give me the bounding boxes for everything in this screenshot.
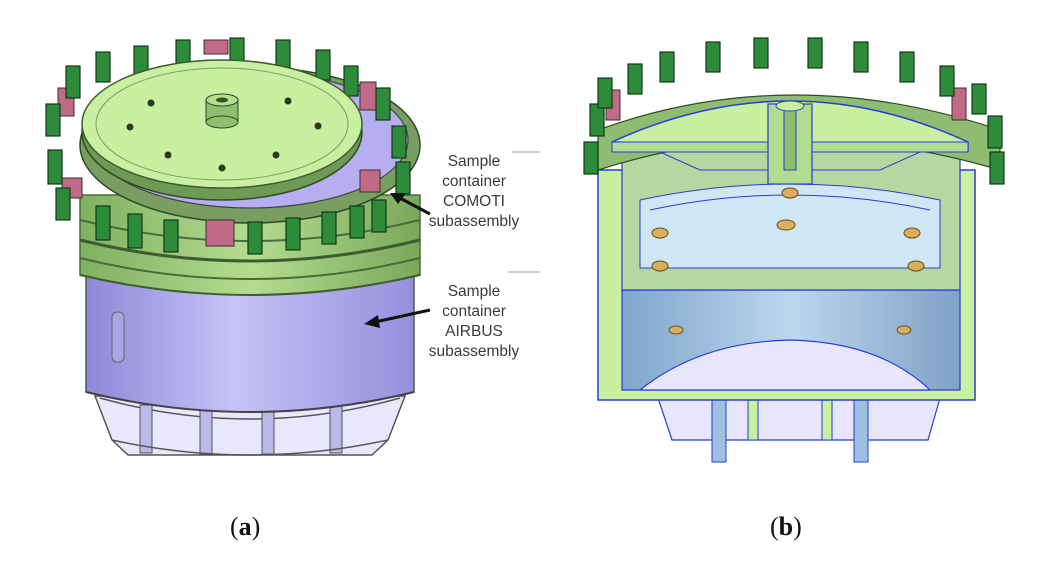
caption-a-letter: a: [238, 512, 252, 541]
callout-comoti-line4: subassembly: [428, 213, 520, 230]
caption-b-letter: b: [778, 512, 794, 541]
callout-airbus-line2: container: [442, 303, 506, 320]
assembly-cutaway-view: [583, 37, 1005, 463]
cutaway-top-cover: [611, 100, 969, 185]
caption-b-open: (: [770, 512, 779, 541]
callout-airbus-line4: subassembly: [428, 343, 520, 360]
callout-comoti-line1: Sample: [447, 153, 501, 170]
callout-comoti-line2: container: [442, 173, 506, 190]
cutaway-base-feet: [657, 395, 941, 463]
cutaway-inner-chamber: [621, 149, 961, 335]
callout-airbus-line3: AIRBUS: [445, 323, 503, 340]
callout-airbus-subassembly: Sample container AIRBUS subassembly: [412, 282, 536, 362]
callout-leaders: [508, 151, 540, 273]
brass-fasteners: [651, 187, 925, 335]
central-boss: [205, 93, 239, 129]
airbus-subassembly: [85, 274, 415, 413]
callout-comoti-subassembly: Sample container COMOTI subassembly: [412, 152, 536, 232]
container-base-frame: [93, 395, 407, 456]
cutaway-central-boss: [767, 100, 813, 185]
caption-b-close: ): [793, 512, 802, 541]
caption-a-open: (: [230, 512, 239, 541]
caption-panel-a: (a): [230, 512, 260, 542]
assembly-external-view: [45, 37, 540, 456]
comoti-arrow: [390, 193, 431, 216]
caption-a-close: ): [251, 512, 261, 541]
caption-panel-b: (b): [770, 512, 802, 542]
comoti-top-cover: [81, 59, 363, 201]
airbus-arrow: [364, 308, 431, 328]
callout-airbus-line1: Sample: [447, 283, 501, 300]
callout-comoti-line3: COMOTI: [443, 193, 505, 210]
